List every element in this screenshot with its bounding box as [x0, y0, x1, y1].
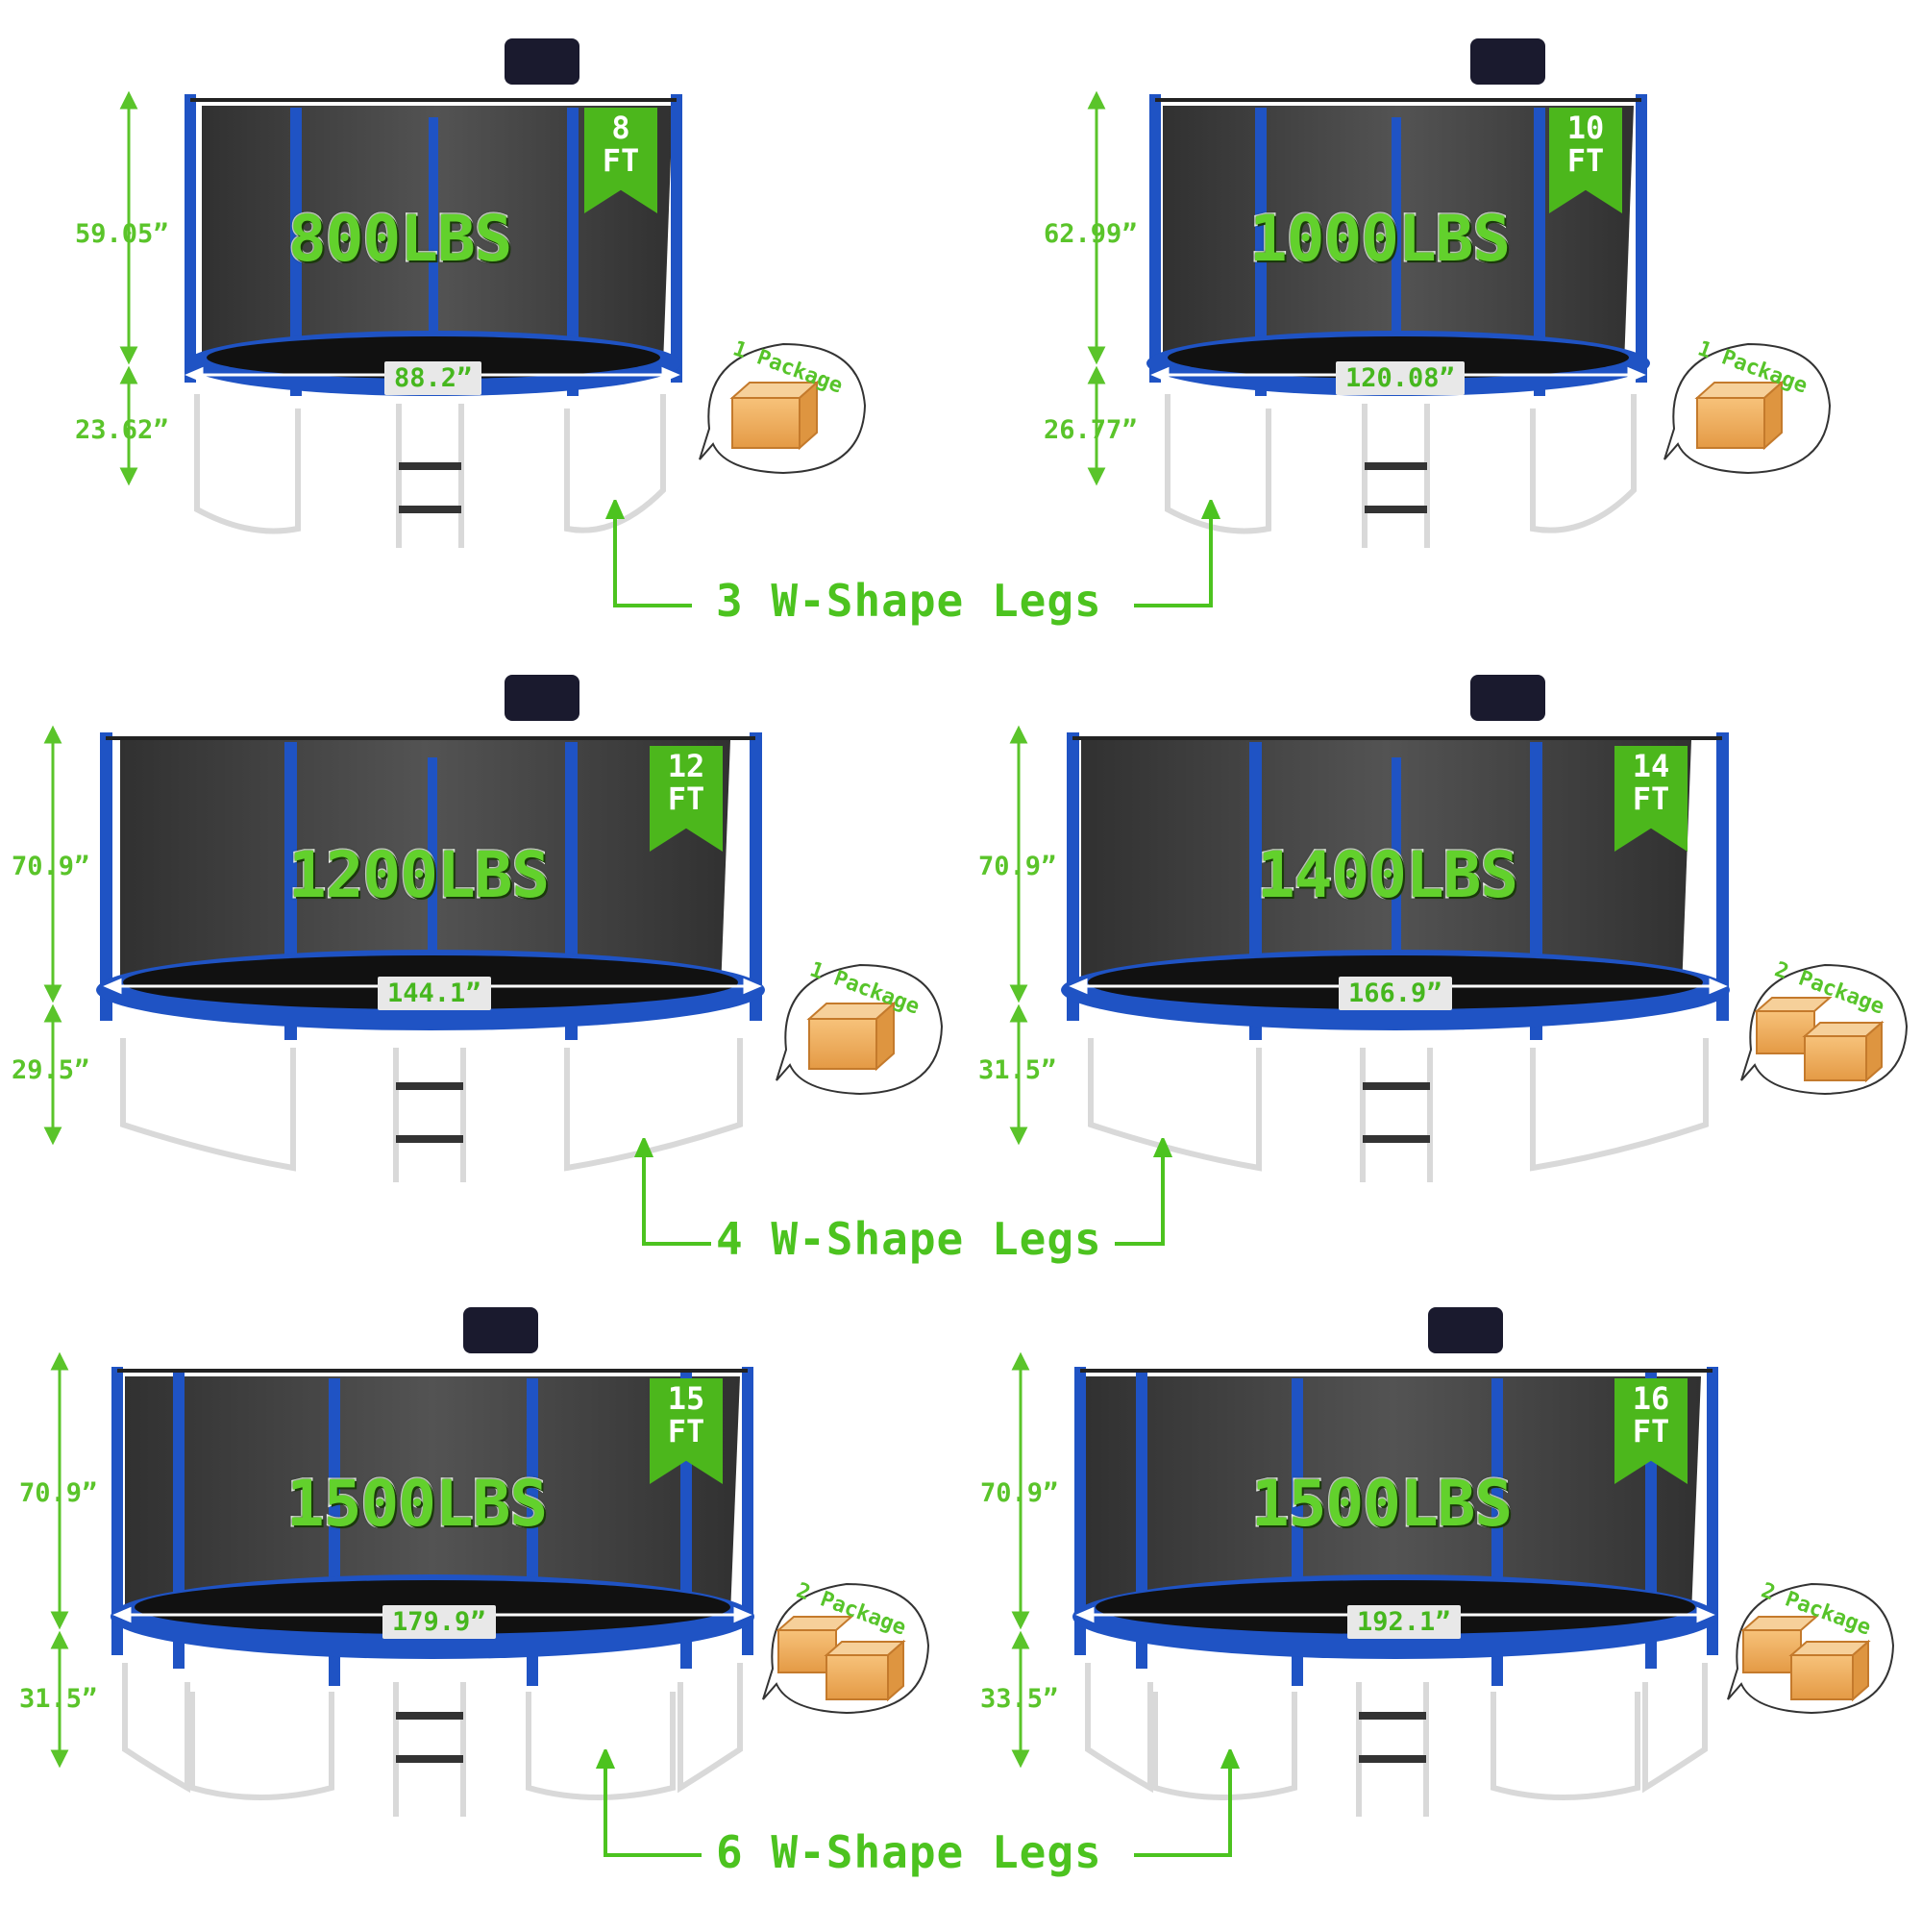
diameter-label: 120.08” [1336, 361, 1465, 395]
height-arrow [1087, 90, 1106, 486]
height-top-label: 62.99” [1044, 219, 1138, 249]
trampoline-15ft: 70.9” 31.5” 15 FT 1500LBS 179.9” 2 Packa… [0, 1307, 961, 1932]
package-bubble [1720, 1576, 1903, 1721]
size-unit: FT [667, 780, 705, 817]
size-number: 15 [667, 1380, 705, 1417]
height-top-label: 70.9” [12, 852, 90, 881]
box-icon [1788, 1639, 1871, 1702]
height-arrow [1009, 725, 1028, 1146]
size-number: 8 [611, 110, 630, 146]
box-icon [1694, 380, 1785, 451]
capacity-label: 1200LBS [286, 837, 551, 914]
size-number: 16 [1632, 1380, 1670, 1417]
capacity-label: 1000LBS [1247, 201, 1512, 278]
height-arrow [119, 90, 138, 486]
capacity-label: 800LBS [286, 201, 513, 278]
height-bottom-label: 33.5” [980, 1684, 1059, 1714]
diameter-label: 144.1” [378, 977, 491, 1010]
package-bubble [692, 336, 875, 481]
height-bottom-label: 31.5” [978, 1055, 1057, 1085]
size-unit: FT [602, 142, 640, 179]
package-bubble-shape [762, 1582, 930, 1715]
leg-group-bracket-1 [604, 500, 1221, 607]
capacity-label: 1400LBS [1255, 837, 1519, 914]
height-arrow [43, 725, 62, 1146]
leg-group-label-3: 6 W-Shape Legs [716, 1826, 1102, 1878]
height-top-label: 70.9” [980, 1478, 1059, 1508]
height-bottom-label: 23.62” [75, 415, 169, 445]
leg-group-bracket-2 [633, 1138, 1173, 1246]
size-unit: FT [1632, 780, 1670, 817]
diameter-label: 166.9” [1339, 977, 1452, 1010]
height-top-label: 70.9” [19, 1478, 98, 1508]
leg-group-bracket-3 [595, 1749, 1241, 1857]
diameter-label: 192.1” [1347, 1605, 1461, 1639]
size-unit: FT [1632, 1413, 1670, 1449]
package-bubble [755, 1576, 938, 1721]
size-ribbon: 10 FT [1549, 108, 1622, 213]
size-unit: FT [667, 1413, 705, 1449]
package-bubble-shape [1663, 342, 1832, 475]
trampoline-12ft: 70.9” 29.5” 12 FT 1200LBS 144.1” 1 Packa… [0, 673, 961, 1298]
box-icon [806, 1001, 897, 1072]
package-bubble [1657, 336, 1839, 481]
package-bubble [1734, 957, 1916, 1102]
box-icon [1754, 997, 1833, 1054]
capacity-label: 1500LBS [1249, 1466, 1514, 1543]
size-number: 10 [1566, 110, 1605, 146]
trampoline-16ft-illustration [1011, 1307, 1718, 1817]
height-bottom-label: 29.5” [12, 1055, 90, 1085]
size-number: 12 [667, 748, 705, 784]
height-arrow [1011, 1351, 1030, 1769]
capacity-label: 1500LBS [284, 1466, 549, 1543]
trampoline-8ft-illustration [119, 38, 682, 548]
height-top-label: 70.9” [978, 852, 1057, 881]
package-bubble-shape [1740, 963, 1909, 1096]
trampoline-16ft: 70.9” 33.5” 16 FT 1500LBS 192.1” 2 Packa… [961, 1307, 1922, 1932]
height-bottom-label: 26.77” [1044, 415, 1138, 445]
size-number: 14 [1632, 748, 1670, 784]
size-ribbon: 16 FT [1614, 1378, 1688, 1484]
leg-group-label-1: 3 W-Shape Legs [716, 575, 1102, 627]
box-icon [824, 1639, 906, 1702]
package-bubble-shape [776, 963, 944, 1096]
trampoline-8ft: 59.05” 23.62” 8 FT 800LBS 88.2” 1 Packag… [0, 38, 961, 663]
diameter-label: 179.9” [382, 1605, 496, 1639]
trampoline-10ft: 62.99” 26.77” 10 FT 1000LBS 120.08” 1 Pa… [961, 38, 1922, 663]
diameter-label: 88.2” [384, 361, 482, 395]
package-bubble-shape [1727, 1582, 1895, 1715]
trampoline-14ft: 70.9” 31.5” 14 FT 1400LBS 166.9” 2 Packa… [961, 673, 1922, 1298]
box-icon [729, 380, 820, 451]
height-bottom-label: 31.5” [19, 1684, 98, 1714]
height-arrow [50, 1351, 69, 1769]
height-top-label: 59.05” [75, 219, 169, 249]
package-bubble [769, 957, 951, 1102]
box-icon [1802, 1020, 1885, 1083]
size-unit: FT [1566, 142, 1605, 179]
leg-group-label-2: 4 W-Shape Legs [716, 1213, 1102, 1265]
package-bubble-shape [699, 342, 867, 475]
